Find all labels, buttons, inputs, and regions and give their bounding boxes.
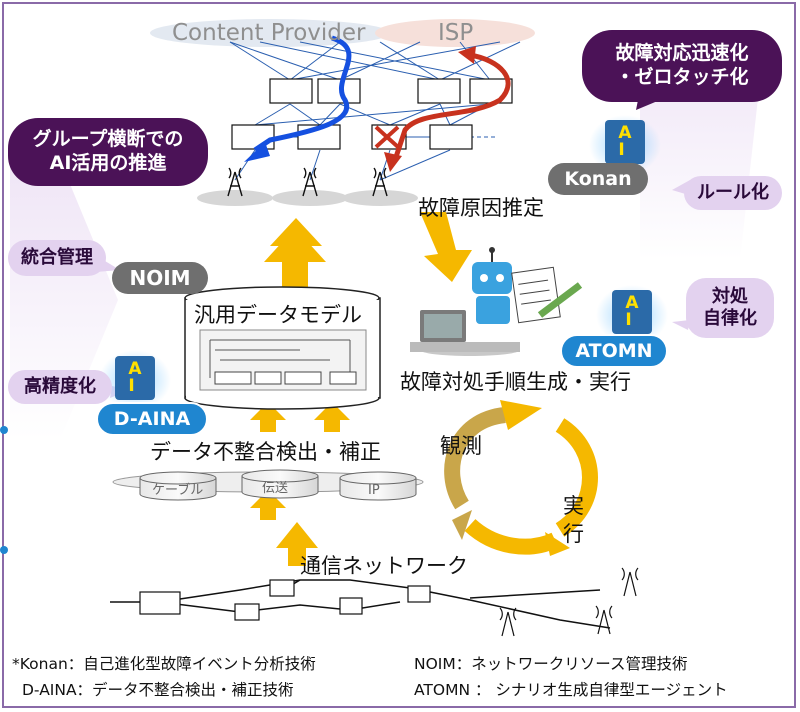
- arrow-inconsistency-up2: [314, 402, 350, 432]
- data-model-label: 汎用データモデル: [194, 303, 362, 327]
- ai-letter: A: [618, 123, 632, 143]
- ai-letter: A: [625, 293, 639, 313]
- failure-response-line2: ・ゼロタッチ化: [615, 66, 749, 88]
- arrow-inconsistency-up: [250, 402, 286, 432]
- execute-label-1: 実: [563, 494, 584, 518]
- arrow-network-up: [276, 522, 318, 566]
- arrow-noim-up: [264, 228, 326, 292]
- ai-letter: I: [618, 140, 625, 160]
- gold-arrows: [250, 212, 472, 566]
- source-databases: [112, 469, 424, 501]
- atomn-pill: ATOMN: [560, 334, 668, 368]
- group-ai-line2: AI活用の推進: [49, 152, 167, 174]
- data-model-cylinder: [184, 286, 381, 410]
- db-ip-label: IP: [368, 483, 380, 498]
- blue-traffic-path: [253, 35, 352, 153]
- red-traffic-path: [392, 52, 511, 161]
- footnote-noim: NOIM：ネットワークリソース管理技術: [414, 655, 688, 673]
- procedure-label: 故障対処手順生成・実行: [400, 370, 631, 394]
- daina-pill: D-AINA: [96, 402, 208, 436]
- group-ai-callout: グループ横断での AI活用の推進: [8, 118, 208, 186]
- db-transmission-label: 伝送: [262, 481, 289, 496]
- arrow-db-up: [250, 490, 286, 520]
- precision-callout: 高精度化: [8, 370, 112, 404]
- isp-cloud: [375, 19, 535, 47]
- ai-letter: A: [128, 359, 142, 379]
- unified-callout: 統合管理: [8, 240, 106, 276]
- base-stations: [197, 167, 418, 206]
- content-provider-label: Content Provider: [172, 20, 366, 46]
- autonomous-callout: 対処 自律化: [686, 278, 774, 338]
- autonomous-line2: 自律化: [703, 308, 757, 329]
- failure-response-callout: 故障対応迅速化 ・ゼロタッチ化: [582, 30, 782, 102]
- footnote-atomn: ATOMN ： シナリオ生成自律型エージェント: [414, 681, 728, 699]
- right-fade-band: [640, 80, 760, 260]
- failure-x-icon: [374, 125, 400, 149]
- observe-label: 観測: [440, 434, 482, 458]
- footnote-konan: *Konan：自己進化型故障イベント分析技術: [12, 655, 316, 673]
- cp-cloud: [150, 19, 390, 47]
- red-arrow-head: [458, 46, 476, 64]
- bottom-towers: [499, 567, 639, 637]
- blue-arrow-head: [244, 142, 270, 162]
- noim-pill: NOIM: [112, 262, 208, 294]
- robot-operator-illustration: [410, 247, 583, 356]
- ai-letter: I: [625, 310, 632, 330]
- autonomous-line1: 対処: [712, 286, 748, 308]
- footnote-daina: D-AINA：データ不整合検出・補正技術: [22, 681, 294, 699]
- red-arrow-head-down: [384, 152, 402, 172]
- inconsistency-label: データ不整合検出・補正: [150, 440, 381, 464]
- group-ai-line1: グループ横断での: [32, 128, 184, 151]
- cause-estimation-label: 故障原因推定: [418, 196, 544, 220]
- db-cable-label: ケーブル: [152, 483, 204, 498]
- ai-letter: I: [128, 376, 135, 396]
- observe-execute-cycle: [444, 400, 598, 556]
- rule-callout: ルール化: [684, 176, 782, 210]
- autonomous-tail: [672, 320, 690, 330]
- arrow-cause-down: [420, 212, 472, 282]
- failure-response-line1: 故障対応迅速化: [615, 42, 749, 65]
- execute-label-2: 行: [563, 522, 584, 546]
- konan-pill: Konan: [548, 163, 648, 195]
- bottom-nodes: [139, 579, 431, 621]
- network-label: 通信ネットワーク: [300, 554, 468, 578]
- isp-label: ISP: [438, 20, 474, 46]
